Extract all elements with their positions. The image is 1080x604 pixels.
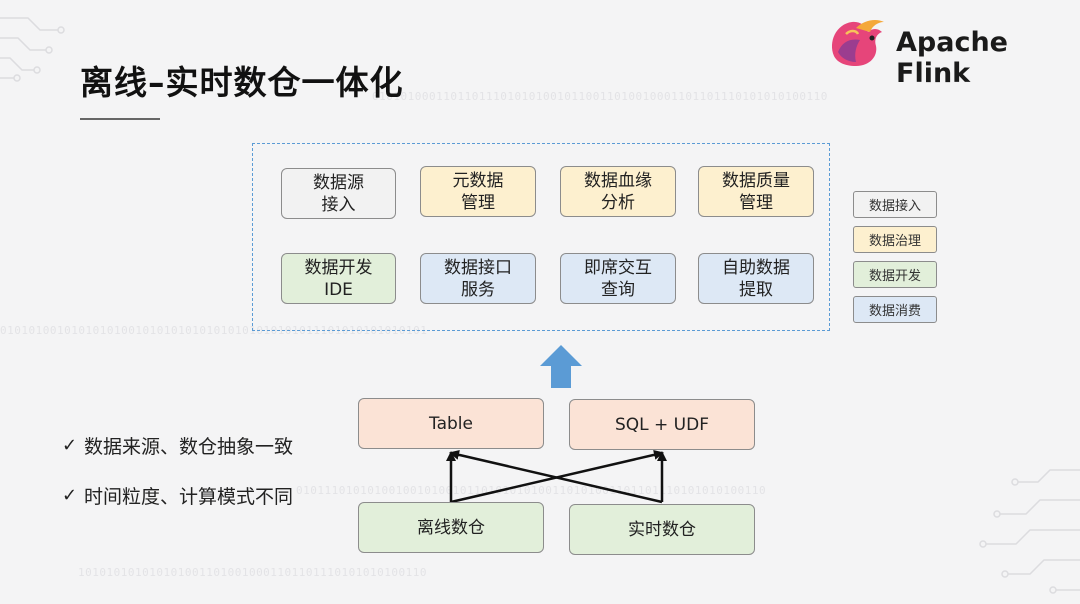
module-metadata-management: 元数据 管理 [420,166,536,217]
slide-title: 离线–实时数仓一体化 [80,63,404,102]
api-sql-udf: SQL + UDF [569,399,755,450]
apache-flink-logo: Apache Flink [826,12,1066,89]
bullet-item: ✓ 数据来源、数仓抽象一致 [62,430,293,460]
checkmark-icon: ✓ [62,434,78,456]
checkmark-icon: ✓ [62,484,78,506]
background-binary-text: 1010101010101010011010010001101101110101… [78,566,428,579]
legend-data-governance: 数据治理 [853,226,937,253]
bullet-item: ✓ 时间粒度、计算模式不同 [62,480,293,510]
data-platform-frame [252,143,830,331]
module-data-quality: 数据质量 管理 [698,166,814,217]
api-table: Table [358,398,544,449]
title-underline [80,118,160,120]
module-lineage-analysis: 数据血缘 分析 [560,166,676,217]
realtime-warehouse: 实时数仓 [569,504,755,555]
offline-warehouse: 离线数仓 [358,502,544,553]
arrow-realtime-to-table [449,449,663,504]
flink-squirrel-icon [832,20,884,66]
legend-data-access: 数据接入 [853,191,937,218]
background-binary-text: 0101010001101101110101010010110011010010… [372,90,828,103]
up-arrow-icon [540,345,582,388]
module-dev-ide: 数据开发 IDE [281,253,396,304]
module-data-api-service: 数据接口 服务 [420,253,536,304]
bullet-text: 时间粒度、计算模式不同 [84,485,294,508]
background-binary-text: 0101010010101010100101010101010101010101… [0,324,428,337]
module-data-source-access: 数据源 接入 [281,168,396,219]
logo-text: Apache Flink [896,27,1008,89]
bullet-list: ✓ 数据来源、数仓抽象一致 ✓ 时间粒度、计算模式不同 [62,430,293,530]
legend-data-development: 数据开发 [853,261,937,288]
module-self-service-extract: 自助数据 提取 [698,253,814,304]
module-adhoc-query: 即席交互 查询 [560,253,676,304]
bullet-text: 数据来源、数仓抽象一致 [84,435,294,458]
legend-data-consumption: 数据消费 [853,296,937,323]
background-binary-text: 0101110101010010010100101101010101001101… [296,484,767,497]
